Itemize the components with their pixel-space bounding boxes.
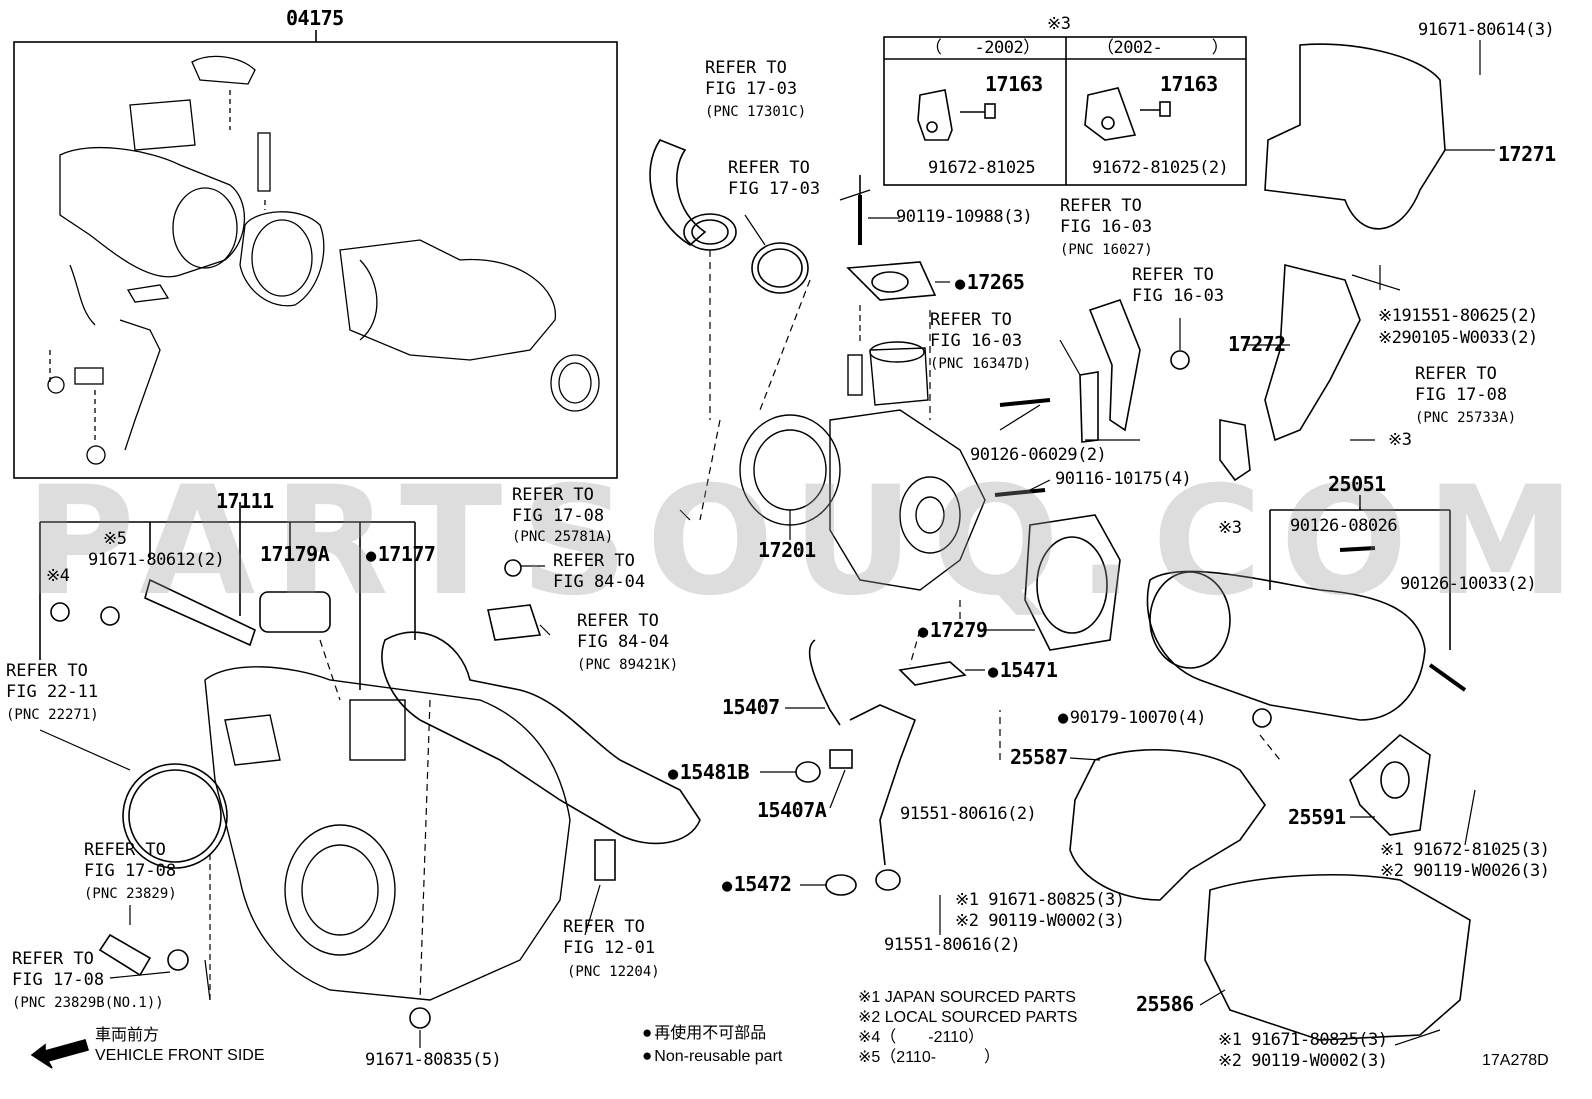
bolt-25586-local[interactable]: ※2 90119-W0002(3): [1218, 1051, 1388, 1071]
refer-fig-22-11[interactable]: REFER TO FIG 22-11: [6, 661, 99, 702]
table-mark: ※3: [1047, 14, 1071, 34]
bolt-90179-10070[interactable]: 90179-10070(4): [1058, 710, 1207, 727]
table-col2-header: （2002- ）: [1097, 38, 1229, 58]
heat-shield-17271: [1264, 43, 1446, 230]
legend-note-2: ※2 LOCAL SOURCED PARTS: [858, 1009, 1078, 1026]
bracket-25591: [1349, 733, 1431, 836]
legend-note-5: ※5（2110- ）: [858, 1049, 1001, 1066]
refer-pnc-12204: (PNC 12204): [567, 964, 660, 980]
vehicle-front-en: VEHICLE FRONT SIDE: [95, 1047, 265, 1064]
bolt-90116-10175[interactable]: 90116-10175(4): [1055, 469, 1192, 489]
part-15472[interactable]: 15472: [722, 874, 792, 895]
table-col2-bolt: 91672-81025(2): [1092, 158, 1229, 178]
refer-pnc-89421k: (PNC 89421K): [577, 657, 679, 673]
refer-fig-17-08-b[interactable]: REFER TO FIG 17-08: [1415, 364, 1508, 405]
table-col1-bolt: 91672-81025: [928, 158, 1036, 178]
gasket-17179A: [259, 591, 331, 633]
refer-fig-84-04-b[interactable]: REFER TO FIG 84-04: [577, 611, 670, 652]
refer-fig-17-03-a[interactable]: REFER TO FIG 17-03: [705, 58, 798, 99]
refer-pnc-16347d: (PNC 16347D): [930, 356, 1032, 372]
mark-5: ※5: [103, 529, 127, 549]
refer-pnc-23829b: (PNC 23829B(NO.1)): [12, 995, 164, 1011]
catalytic-converter-25051: [1146, 570, 1426, 721]
table-col2-part: 17163: [1160, 72, 1218, 96]
inset-frame: [13, 41, 618, 479]
refer-pnc-22271: (PNC 22271): [6, 707, 99, 723]
refer-fig-17-03-b[interactable]: REFER TO FIG 17-03: [728, 158, 821, 199]
part-17177[interactable]: 17177: [366, 544, 436, 565]
bolt-25587-local[interactable]: ※2 90119-W0002(3): [955, 911, 1125, 931]
mark-3-b: ※3: [1218, 518, 1242, 538]
bolt-17272-local[interactable]: ※290105-W0033(2): [1378, 328, 1538, 348]
part-17271[interactable]: 17271: [1498, 142, 1556, 166]
bolt-25591-jp[interactable]: ※1 91672-81025(3): [1380, 840, 1550, 860]
refer-fig-16-03-b[interactable]: REFER TO FIG 16-03: [1132, 265, 1225, 306]
mark-3-a: ※3: [1388, 430, 1412, 450]
part-25591[interactable]: 25591: [1288, 805, 1346, 829]
legend-nonreusable-jp: 再使用不可部品: [642, 1024, 766, 1042]
refer-fig-16-03-a[interactable]: REFER TO FIG 16-03: [1060, 196, 1153, 237]
refer-fig-17-08-a[interactable]: REFER TO FIG 17-08: [512, 485, 605, 526]
part-17179a[interactable]: 17179A: [260, 542, 330, 566]
heat-shield-25587: [1069, 748, 1266, 901]
bolt-25587-jp[interactable]: ※1 91671-80825(3): [955, 890, 1125, 910]
part-25587[interactable]: 25587: [1010, 745, 1068, 769]
part-15471[interactable]: 15471: [988, 660, 1058, 681]
hose-part: [649, 139, 707, 246]
bolt-90119-10988[interactable]: 90119-10988(3): [896, 207, 1033, 227]
part-04175: 04175: [286, 6, 344, 30]
bolt-17272-jp[interactable]: ※191551-80625(2): [1378, 306, 1538, 326]
bolt-91551-80616-b[interactable]: 91551-80616(2): [884, 935, 1021, 955]
refer-fig-84-04-a[interactable]: REFER TO FIG 84-04: [553, 551, 646, 592]
bolt-91671-80835[interactable]: 91671-80835(5): [365, 1050, 502, 1070]
refer-pnc-23829: (PNC 23829): [84, 886, 177, 902]
bolt-25591-local[interactable]: ※2 90119-W0026(3): [1380, 861, 1550, 881]
refer-fig-16-03-c[interactable]: REFER TO FIG 16-03: [930, 310, 1023, 351]
table-col1-header: （ -2002）: [925, 38, 1040, 58]
part-15407a[interactable]: 15407A: [757, 798, 827, 822]
part-17265[interactable]: 17265: [955, 272, 1025, 293]
gasket-17177: [381, 631, 701, 845]
table-col1-part: 17163: [985, 72, 1043, 96]
mark-4: ※4: [46, 566, 70, 586]
inset-turbo-assembly: [47, 55, 600, 465]
diagram-id: 17A278D: [1482, 1052, 1549, 1069]
front-arrow-icon: [30, 1039, 90, 1069]
refer-fig-17-08-d[interactable]: REFER TO FIG 17-08: [12, 949, 105, 990]
bolt-90126-10033[interactable]: 90126-10033(2): [1400, 574, 1537, 594]
variant-table: [883, 36, 1247, 186]
part-15481b[interactable]: 15481B: [668, 762, 750, 783]
part-17272[interactable]: 17272: [1228, 332, 1286, 356]
heat-shield-25586: [1204, 873, 1471, 1041]
refer-pnc-16027: (PNC 16027): [1060, 242, 1153, 258]
legend-nonreusable-en: Non-reusable part: [642, 1047, 782, 1065]
refer-pnc-17301c: (PNC 17301C): [705, 104, 807, 120]
bolt-91671-80612[interactable]: 91671-80612(2): [88, 550, 225, 570]
part-15407[interactable]: 15407: [722, 695, 780, 719]
part-17111[interactable]: 17111: [216, 489, 274, 513]
part-25051[interactable]: 25051: [1328, 472, 1386, 496]
bolt-25586-jp[interactable]: ※1 91671-80825(3): [1218, 1030, 1388, 1050]
o-ring: [122, 763, 228, 869]
part-25586[interactable]: 25586: [1136, 992, 1194, 1016]
refer-pnc-25781a: (PNC 25781A): [512, 529, 614, 545]
bolt-91671-80614[interactable]: 91671-80614(3): [1418, 20, 1555, 40]
heat-shield-17272: [1264, 263, 1361, 442]
refer-fig-17-08-c[interactable]: REFER TO FIG 17-08: [84, 840, 177, 881]
legend-note-4: ※4（ -2110）: [858, 1029, 985, 1046]
refer-pnc-25733a: (PNC 25733A): [1415, 410, 1517, 426]
bolt-90126-06029[interactable]: 90126-06029(2): [970, 445, 1107, 465]
part-17201[interactable]: 17201: [758, 538, 816, 562]
vehicle-front-jp: 車両前方: [95, 1027, 160, 1044]
intake-manifold-17111: [204, 666, 571, 1001]
bolt-91551-80616-a[interactable]: 91551-80616(2): [900, 804, 1037, 824]
part-17279[interactable]: 17279: [918, 620, 988, 641]
bolt-90126-08026[interactable]: 90126-08026: [1290, 516, 1398, 536]
legend-note-1: ※1 JAPAN SOURCED PARTS: [858, 989, 1076, 1006]
refer-fig-12-01[interactable]: REFER TO FIG 12-01: [563, 917, 656, 958]
